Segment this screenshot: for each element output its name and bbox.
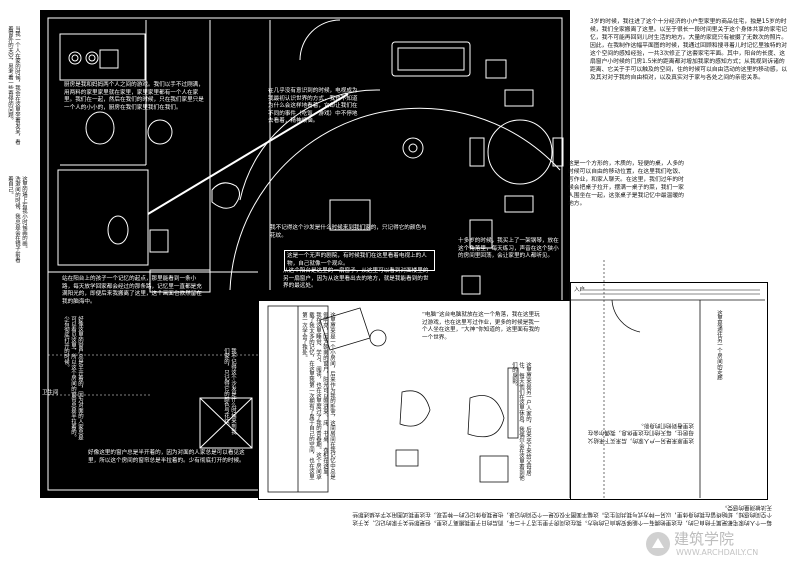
washing-machine: [85, 111, 115, 145]
theatre-note: 这是一个无声的剧院，有时候我们在这里看着电视上的人物，自己就像一个观众。: [284, 250, 435, 272]
door-swing: [299, 19, 341, 61]
stove-burner: [85, 51, 99, 65]
wash-basin: [149, 229, 169, 253]
dining-chair: [552, 137, 564, 167]
parents-room-area: [570, 282, 768, 500]
computer-note: “电脑”这台电脑就放在这一个角落，我在这里玩过游戏，也在这里写过作业，更多的时候…: [422, 312, 540, 341]
dining-chair: [504, 195, 534, 213]
cabinet: [485, 59, 507, 79]
watermark-title: 建筑学院: [674, 530, 735, 548]
entry-tag: 入户: [574, 287, 586, 293]
sofa: [391, 41, 471, 77]
armchair: [211, 182, 240, 209]
table-note: 这是一个方形的，木质的，轻便的桌，人多的时候可以自由的移动位置，在这里我们吃饭、…: [568, 161, 684, 207]
left-margin-note-top: 当我一个人在家的时候，我会在这里坐着发呆，看着窗外的天空，思考着一些奇怪的问题。: [7, 26, 20, 145]
closing-note: 每一个人的家宅都是属于他自己的，在这里他拥有一个能够安放自己的地方。我在这间房子…: [352, 503, 772, 525]
piano-note: 十多岁的时候，我买上了一架钢琴，放在这个角落里，每天练习，声音在这个狭小的房间里…: [458, 238, 559, 260]
left-room-vertical-note: 好像这里的窗户总是半开着的，因为对面的人家总是可以看见这里，所以这个房间的窗帘总…: [63, 316, 83, 441]
corridor-vertical-note: 这里是通往另一个房间的走廊: [716, 310, 722, 381]
side-table: [395, 449, 419, 467]
floor-lamp-inner: [408, 143, 418, 153]
window-note: 好像这里的窗户总是半开着的，因为对面的人家总是可以看见这里，所以这个房间的窗帘总…: [88, 450, 245, 464]
kitchen-note: 厨房是我和妈妈两个人之间的游戏。我们以手不过刚满，用两料的家里家里就在家里，家里…: [64, 82, 204, 111]
dining-chair: [469, 137, 485, 167]
bedroom-area: [258, 300, 572, 500]
intro-note: 3岁的时候，我往进了这个十分经济的小户型家里的商品住宅，独是15岁的时候，我们全…: [590, 19, 788, 81]
stove-burner: [68, 51, 82, 65]
stove-burner-inner: [71, 54, 79, 62]
tv-note: 在几乎没有意识到的时候，电视成为我最初认识世界的方式，我也不知道为什么会这样地看…: [268, 88, 358, 125]
dining-table: [487, 119, 553, 185]
bath-tag: 卫生间: [42, 390, 59, 396]
arc-wall: [239, 89, 381, 201]
floor-lamp: [402, 137, 424, 159]
parents-room-note: 这里原来是另一户人家的，后来买下来给父母居住，每天他们在这里休息，我偶尔会在这里…: [587, 421, 694, 443]
cabinet-small: [461, 275, 481, 295]
sofa-seat: [397, 47, 465, 71]
bedroom-vertical-note: 这里原来是一个小房间，后来作为我的卧室，这间房间在我记忆中总是很明亮，因为朝南的…: [301, 312, 335, 480]
balcony-memory-note: 站在阳台上的孩子一个记忆的起点，那里能看到一条小路，每天放学回家都会经过的那条路…: [62, 276, 202, 305]
bathroom-outline: [57, 169, 149, 266]
desk-mark: [199, 397, 253, 449]
door-swing: [611, 299, 641, 333]
sofa-note: 我不记得这个沙发是什么时候来到我们家的，只记得它的颜色与花纹。: [270, 225, 427, 239]
arc-wall-outer: [229, 107, 561, 291]
piano-bench: [329, 199, 371, 231]
left-margin-note-bottom: 这里的墙上有我小时候画的画。: [21, 176, 27, 252]
lamp: [369, 329, 387, 347]
kitchen-sink: [99, 49, 119, 69]
kitchen-counter: [59, 33, 146, 81]
reading-chair: [467, 395, 505, 438]
toilet: [107, 215, 129, 245]
watermark: 建筑学院 WWW.ARCHDAILY.CN: [640, 526, 790, 566]
drum: [147, 119, 173, 145]
desk: [199, 397, 253, 449]
stool: [479, 455, 509, 483]
left-room-vertical-note-2: 我不记得这个沙发是什么时候来到我们家的，只记得它的颜色与花纹。: [223, 348, 236, 435]
balcony-note: 从这个阳台是这里的一扇窗子，从这里可以看到对面楼里的另一扇窗户，因为从这里看出去…: [283, 268, 429, 290]
wardrobe: [507, 367, 519, 439]
watermark-url: WWW.ARCHDAILY.CN: [676, 548, 759, 557]
window-sill: [149, 269, 211, 293]
tv-sight-line: [147, 93, 349, 215]
reading-chair: [399, 390, 431, 427]
stove-burner-inner: [88, 54, 96, 62]
watermark-logo-icon: [646, 532, 670, 556]
cabinet-small: [469, 219, 493, 249]
left-margin-note-mid: 洗漱间的时候，我总是会在镜子前看着自己。: [7, 176, 20, 263]
dining-chair: [504, 89, 534, 107]
wardrobe-vertical-note: 这里原来是另一户人家的，后来买下来给父母居住，每天他们在这里休息，我偶尔会在这里…: [511, 362, 531, 481]
